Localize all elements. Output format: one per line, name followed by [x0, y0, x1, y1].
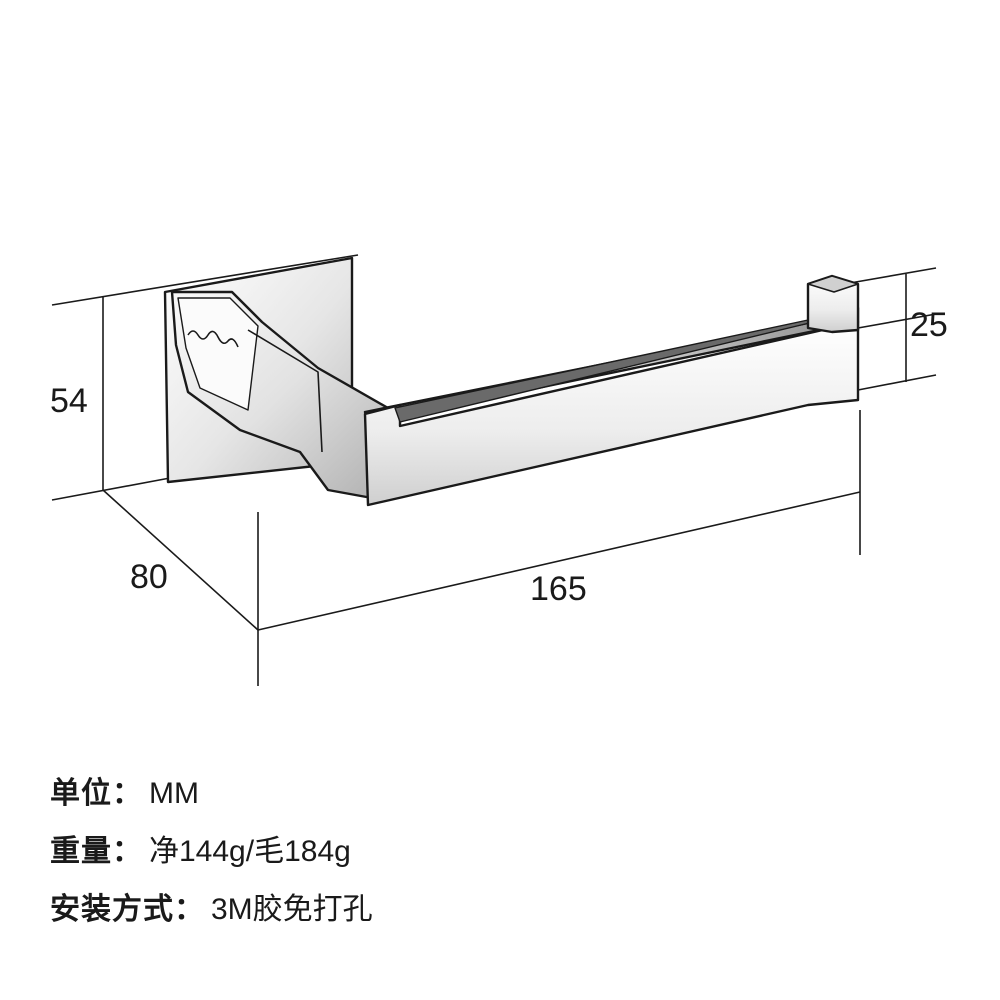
mount-crease: [247, 329, 323, 453]
spec-label: 重量：: [50, 835, 143, 868]
mount-highlight: [177, 297, 259, 411]
end-hook-top: [807, 275, 859, 293]
spec-value: MM: [149, 777, 199, 810]
hook-ext-bottom: [857, 374, 937, 391]
spec-label: 安装方式：: [50, 893, 205, 926]
hook-height-label: 25: [910, 306, 948, 344]
length-label: 165: [530, 570, 587, 608]
spec-value: 3M胶免打孔: [211, 893, 373, 926]
height-label: 54: [50, 382, 88, 420]
height-ext-top: [51, 254, 359, 306]
spec-row-weight: 重量： 净144g/毛184g: [50, 826, 950, 884]
arm-front-face: [363, 320, 860, 507]
depth-dim-line: [102, 489, 259, 631]
brand-logo-mark: [187, 330, 239, 348]
length-dim-line: [257, 491, 861, 631]
hook-ext-top: [849, 267, 937, 284]
dimension-drawing: 54 80 165 25: [50, 254, 948, 686]
hook-ext-mid: [857, 313, 937, 329]
height-ext-bottom: [51, 477, 171, 501]
spec-row-unit: 单位： MM: [50, 768, 950, 826]
spec-label: 单位：: [50, 777, 143, 810]
spec-list: 单位： MM 重量： 净144g/毛184g 安装方式： 3M胶免打孔: [50, 768, 950, 942]
spec-value: 净144g/毛184g: [149, 835, 351, 868]
depth-label: 80: [130, 558, 168, 596]
spec-row-install: 安装方式： 3M胶免打孔: [50, 884, 950, 942]
dimension-lines: [51, 254, 937, 686]
toilet-paper-holder: [163, 256, 860, 507]
